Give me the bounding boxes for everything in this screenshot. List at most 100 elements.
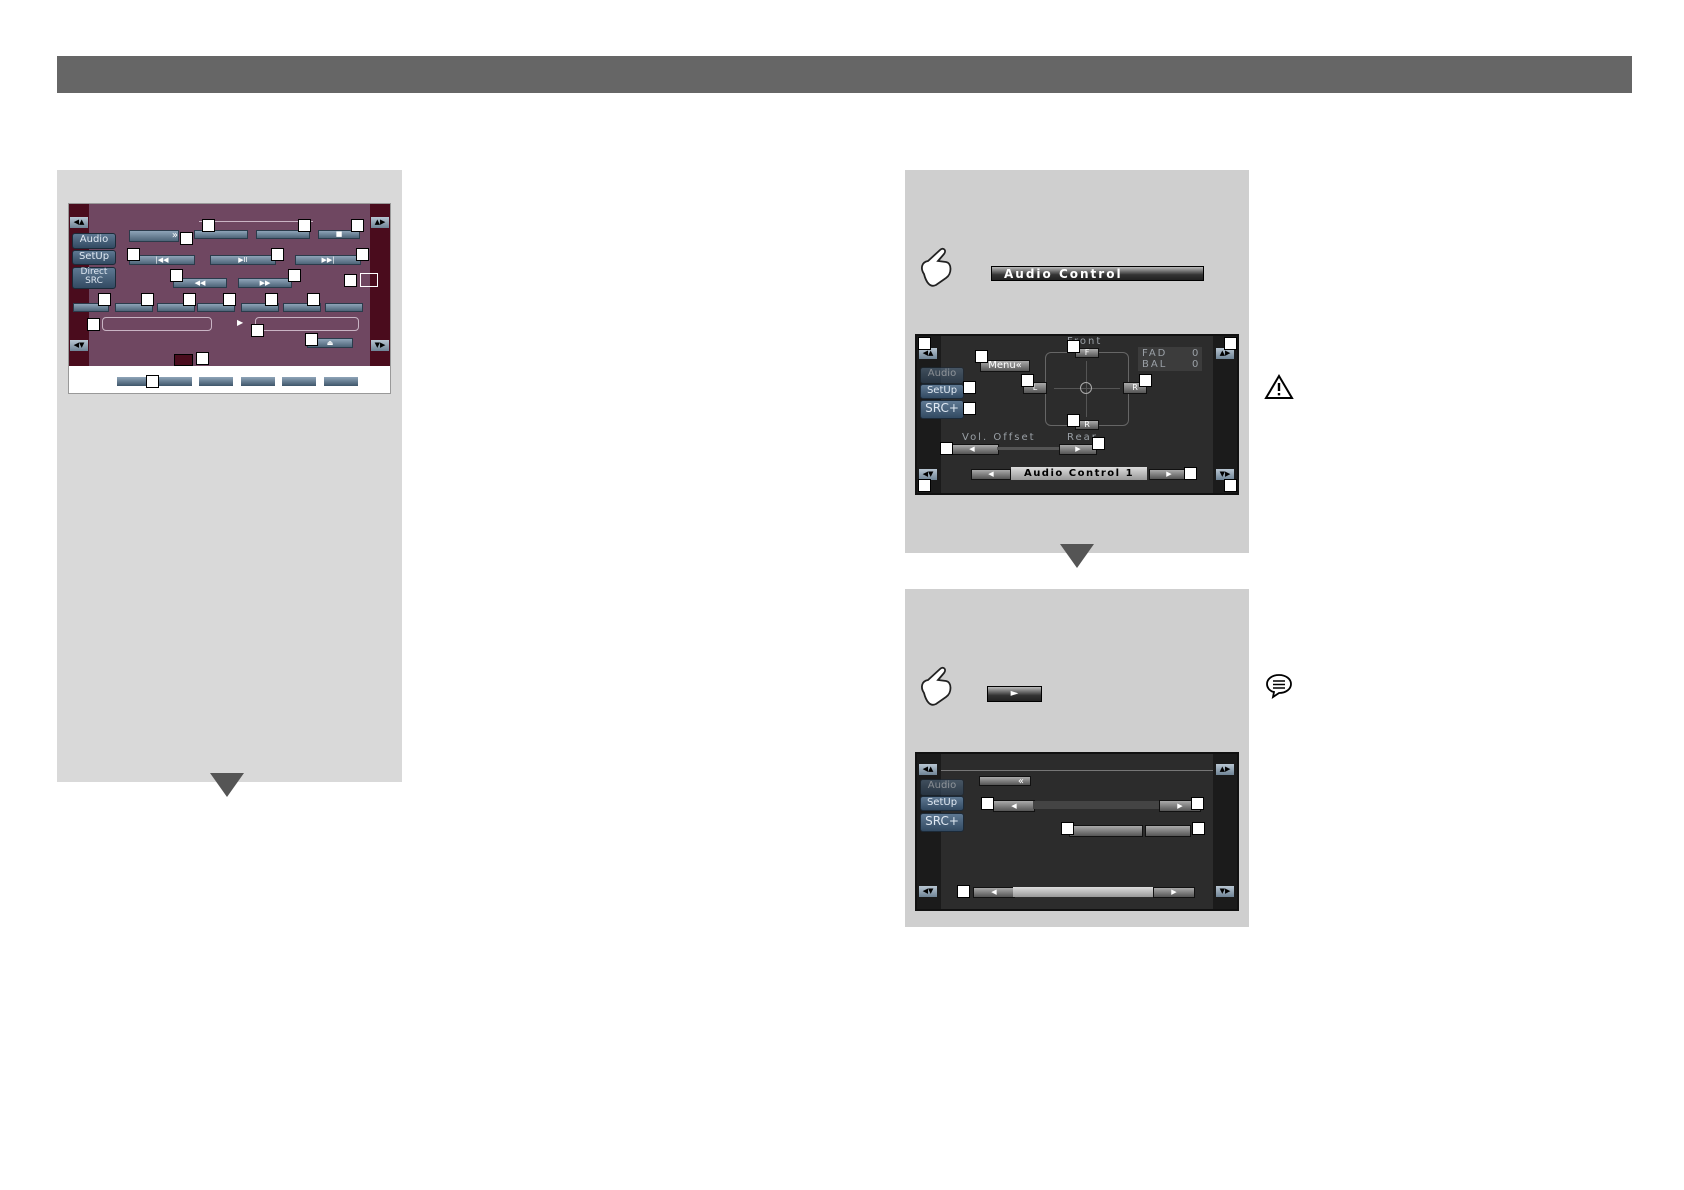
direct-src-line1: Direct	[80, 267, 108, 277]
callout-box	[1139, 374, 1152, 387]
back-button[interactable]: «	[979, 776, 1031, 787]
callout-box	[1067, 340, 1080, 353]
callout-box	[344, 274, 357, 287]
vol-offset-bar	[997, 447, 1059, 450]
front-label: Front	[1067, 336, 1103, 347]
nav-up-left-icon[interactable]: ◀▲	[919, 348, 937, 359]
vol-offset-label: Vol. Offset	[962, 432, 1036, 443]
nav-up-right-icon[interactable]: ▲▶	[371, 217, 389, 228]
callout-box	[202, 219, 215, 232]
audio-button[interactable]: Audio	[920, 779, 964, 796]
callout-box	[1061, 822, 1074, 835]
nav-up-right-icon[interactable]: ▲▶	[1216, 764, 1234, 775]
nav-down-right-icon[interactable]: ▼▶	[1216, 886, 1234, 897]
callout-box	[963, 402, 976, 415]
bal-label: BAL	[1142, 359, 1168, 370]
callout-box	[271, 248, 284, 261]
strip-button-6[interactable]	[324, 377, 358, 386]
nav-up-left-icon[interactable]: ◀▲	[70, 217, 88, 228]
callout-box	[223, 293, 236, 306]
crosshair-icon[interactable]	[1080, 382, 1092, 394]
fader-balance-grid	[1045, 352, 1129, 426]
page-title: Audio Control 1	[1011, 467, 1147, 480]
function-button-4[interactable]	[197, 303, 235, 312]
function-button-1[interactable]	[73, 303, 109, 312]
rewind-button[interactable]: ◀◀	[173, 278, 227, 288]
setup-button[interactable]: SetUp	[920, 384, 964, 399]
prev-page-button[interactable]: ◀	[973, 887, 1015, 898]
fast-forward-button[interactable]: ▶▶	[238, 278, 292, 288]
hand-pointer-icon	[921, 247, 952, 287]
callout-frame	[360, 273, 378, 287]
nav-up-left-icon[interactable]: ◀▲	[919, 764, 937, 775]
function-button-2[interactable]	[115, 303, 153, 312]
function-button-5[interactable]	[241, 303, 279, 312]
warning-icon	[1264, 374, 1294, 399]
screen-right-edge	[370, 204, 390, 366]
strip-button-1[interactable]	[117, 377, 151, 386]
nav-down-right-icon[interactable]: ▼▶	[371, 340, 389, 351]
stop-button[interactable]: ■	[318, 230, 360, 239]
callout-box	[981, 797, 994, 810]
setup-button[interactable]: SetUp	[920, 796, 964, 811]
repeat-button[interactable]	[256, 230, 310, 239]
option-button-2[interactable]	[1145, 825, 1191, 837]
setup-button[interactable]: SetUp	[72, 250, 116, 265]
arrow-down-icon	[1060, 544, 1094, 568]
note-icon	[1266, 674, 1292, 699]
vol-offset-down-button[interactable]: ◀	[945, 444, 999, 455]
audio-control-screen: ◀▲ ▲▶ ◀▼ ▼▶ Audio SetUp SRC+ Menu« Front…	[915, 334, 1239, 495]
menu-button[interactable]: Menu«	[980, 360, 1030, 372]
audio-control-button[interactable]: Audio Control	[991, 266, 1204, 281]
callout-box	[265, 293, 278, 306]
function-button-3[interactable]	[157, 303, 195, 312]
folder-button[interactable]	[194, 230, 248, 239]
setting-down-button[interactable]: ◀	[993, 800, 1035, 812]
function-button-6[interactable]	[283, 303, 321, 312]
page-title-bar	[1013, 887, 1153, 897]
setting-bar	[1033, 801, 1159, 809]
callout-box	[1191, 797, 1204, 810]
next-page-button[interactable]: ▶	[1153, 887, 1195, 898]
callout-box	[940, 442, 953, 455]
next-arrow-button[interactable]: ►	[987, 686, 1042, 702]
callout-box	[1067, 414, 1080, 427]
next-page-button[interactable]: ▶	[1149, 469, 1189, 480]
setting-up-button[interactable]: ▶	[1159, 800, 1201, 812]
front-button[interactable]: F	[1075, 348, 1099, 358]
audio-button[interactable]: Audio	[72, 233, 116, 249]
play-pause-button[interactable]: ▶II	[210, 255, 276, 265]
audio-button[interactable]: Audio	[920, 367, 964, 384]
nav-up-right-icon[interactable]: ▲▶	[1216, 348, 1234, 359]
callout-box	[918, 479, 931, 492]
next-track-button[interactable]: ▶▶|	[295, 255, 361, 265]
nav-down-right-icon[interactable]: ▼▶	[1216, 469, 1234, 480]
strip-button-2[interactable]	[158, 377, 192, 386]
fad-label: FAD	[1142, 348, 1168, 359]
strip-button-4[interactable]	[241, 377, 275, 386]
callout-box	[356, 248, 369, 261]
strip-button-3[interactable]	[199, 377, 233, 386]
screen-right-edge	[1213, 754, 1237, 909]
nav-down-left-icon[interactable]: ◀▼	[919, 469, 937, 480]
direct-src-button[interactable]: Direct SRC	[72, 267, 116, 289]
prev-page-button[interactable]: ◀	[971, 469, 1011, 480]
audio-control-screen-2: ◀▲ ▲▶ ◀▼ ▼▶ Audio SetUp SRC+ « ◀ ▶ ◀ ▶	[915, 752, 1239, 911]
hand-pointer-icon	[921, 666, 952, 706]
option-button-1[interactable]	[1069, 825, 1143, 837]
forward-skip-button[interactable]: »	[129, 230, 179, 242]
nav-down-left-icon[interactable]: ◀▼	[70, 340, 88, 351]
header-divider	[941, 770, 1213, 771]
callout-box	[1224, 337, 1237, 350]
nav-down-left-icon[interactable]: ◀▼	[919, 886, 937, 897]
callout-box	[170, 269, 183, 282]
strip-button-5[interactable]	[282, 377, 316, 386]
callout-box	[98, 293, 111, 306]
info-field-right	[255, 317, 359, 331]
callout-box	[1224, 479, 1237, 492]
src-button[interactable]: SRC+	[920, 813, 964, 832]
src-button[interactable]: SRC+	[920, 400, 964, 419]
function-button-7[interactable]	[325, 303, 363, 312]
callout-box	[1092, 437, 1105, 450]
callout-box	[288, 269, 301, 282]
